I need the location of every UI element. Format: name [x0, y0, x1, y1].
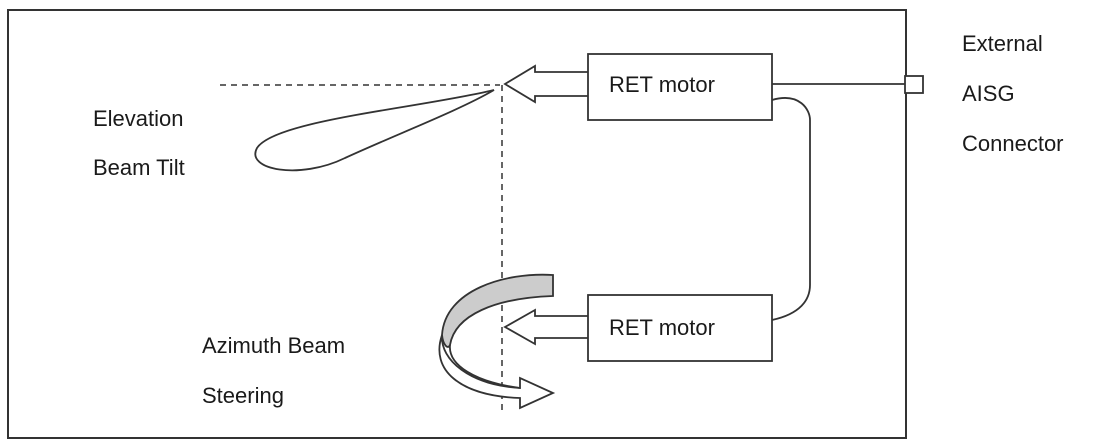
ret-motor-top-box: [587, 53, 773, 121]
elevation-beam-lobe: [254, 89, 495, 172]
connector-label-line2: AISG: [962, 81, 1015, 106]
azimuth-rotation-inner-edge: [449, 344, 521, 389]
azimuth-rotation-arrow: [438, 334, 556, 410]
aisg-connector-port: [904, 75, 924, 94]
azimuth-label-line1: Azimuth Beam: [202, 333, 346, 358]
antenna-enclosure: [7, 9, 907, 439]
elevation-arrow: [503, 64, 588, 104]
ret-motor-bottom-label: RET motor: [609, 315, 715, 340]
elevation-label-line2: Beam Tilt: [93, 155, 185, 180]
ret-motor-bottom-box: [587, 294, 773, 362]
azimuth-rotation-band-back: [441, 273, 554, 348]
connector-label-line1: External: [962, 31, 1043, 56]
elevation-label-line1: Elevation: [93, 106, 184, 131]
azimuth-arrow: [503, 308, 588, 346]
ret-motor-top-label: RET motor: [609, 72, 715, 97]
azimuth-label-line2: Steering: [202, 383, 284, 408]
motor-link-cable: [771, 97, 811, 321]
connector-label-line3: Connector: [962, 131, 1064, 156]
